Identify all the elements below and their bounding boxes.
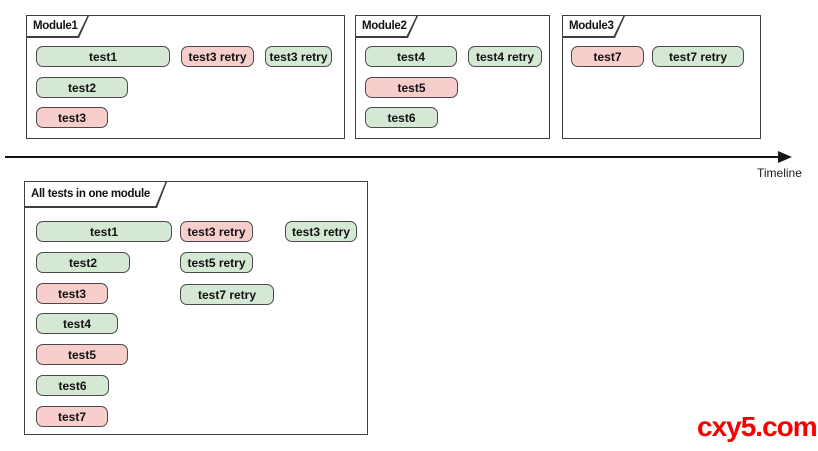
- combined-module-title: All tests in one module: [31, 188, 150, 201]
- test-box-test4: test4: [365, 46, 457, 67]
- test-label: test7: [593, 49, 622, 64]
- module1-tab-fill: Module1: [27, 16, 87, 36]
- test-box-test1: test1: [36, 46, 170, 67]
- test-label: test3: [57, 110, 86, 125]
- test-label: test4 retry: [475, 49, 535, 64]
- test-box-test5: test5: [36, 344, 128, 365]
- test-box-test6: test6: [36, 375, 109, 396]
- module3-title: Module3: [569, 20, 614, 33]
- test-box-test5: test5: [365, 77, 458, 98]
- test-label: test1: [88, 49, 117, 64]
- test-label: test5 retry: [187, 255, 246, 270]
- test-box-test7: test7: [36, 406, 108, 427]
- module1-frame: Module1 test1 test3 retry test3 retry te…: [26, 15, 345, 139]
- test-label: test4: [396, 49, 425, 64]
- test-box-test3: test3: [36, 107, 108, 128]
- combined-module-tab-fill: All tests in one module: [25, 182, 165, 206]
- test-box-test4: test4: [36, 313, 118, 334]
- test-label: test2: [68, 255, 97, 270]
- test-box-test3: test3: [36, 283, 108, 304]
- test-label: test3 retry: [291, 224, 351, 239]
- module2-frame: Module2 test4 test4 retry test5 test6: [355, 15, 550, 139]
- module3-frame: Module3 test7 test7 retry: [562, 15, 761, 139]
- module3-tab-fill: Module3: [563, 16, 623, 36]
- test-box-test7-retry: test7 retry: [652, 46, 744, 67]
- test-label: test7 retry: [668, 49, 728, 64]
- module2-title: Module2: [362, 20, 407, 33]
- test-label: test5: [397, 80, 426, 95]
- timeline-label: Timeline: [757, 166, 802, 180]
- timeline-arrowhead-icon: [778, 151, 792, 163]
- test-box-test6: test6: [365, 107, 438, 128]
- module1-title: Module1: [33, 20, 78, 33]
- test-label: test1: [89, 224, 118, 239]
- module3-tab: Module3: [563, 16, 625, 38]
- test-label: test2: [67, 80, 96, 95]
- combined-module-tab: All tests in one module: [25, 182, 167, 208]
- test-label: test6: [387, 110, 416, 125]
- combined-module-frame: All tests in one module test1 test3 retr…: [24, 181, 368, 435]
- test-label: test3 retry: [188, 49, 247, 64]
- test-box-test7-retry: test7 retry: [180, 284, 274, 305]
- test-box-test5-retry: test5 retry: [180, 252, 253, 273]
- watermark-text: cxy5.com: [697, 411, 818, 442]
- test-label: test7 retry: [197, 287, 257, 302]
- test-box-test3-retry-2: test3 retry: [265, 46, 332, 67]
- test-label: test3 retry: [269, 49, 328, 64]
- test-label: test6: [58, 378, 87, 393]
- test-box-test3-retry-2: test3 retry: [285, 221, 357, 242]
- test-label: test7: [57, 409, 86, 424]
- test-label: test5: [67, 347, 96, 362]
- test-box-test4-retry: test4 retry: [468, 46, 542, 67]
- test-box-test7: test7: [571, 46, 644, 67]
- module2-tab: Module2: [356, 16, 418, 38]
- test-box-test3-retry-1: test3 retry: [181, 46, 254, 67]
- test-label: test3: [57, 286, 86, 301]
- test-box-test3-retry-1: test3 retry: [180, 221, 253, 242]
- timeline-arrow-line: [5, 156, 780, 158]
- test-label: test4: [62, 316, 91, 331]
- test-label: test3 retry: [187, 224, 246, 239]
- test-box-test2: test2: [36, 252, 130, 273]
- test-box-test2: test2: [36, 77, 128, 98]
- module2-tab-fill: Module2: [356, 16, 416, 36]
- test-box-test1: test1: [36, 221, 172, 242]
- module1-tab: Module1: [27, 16, 89, 38]
